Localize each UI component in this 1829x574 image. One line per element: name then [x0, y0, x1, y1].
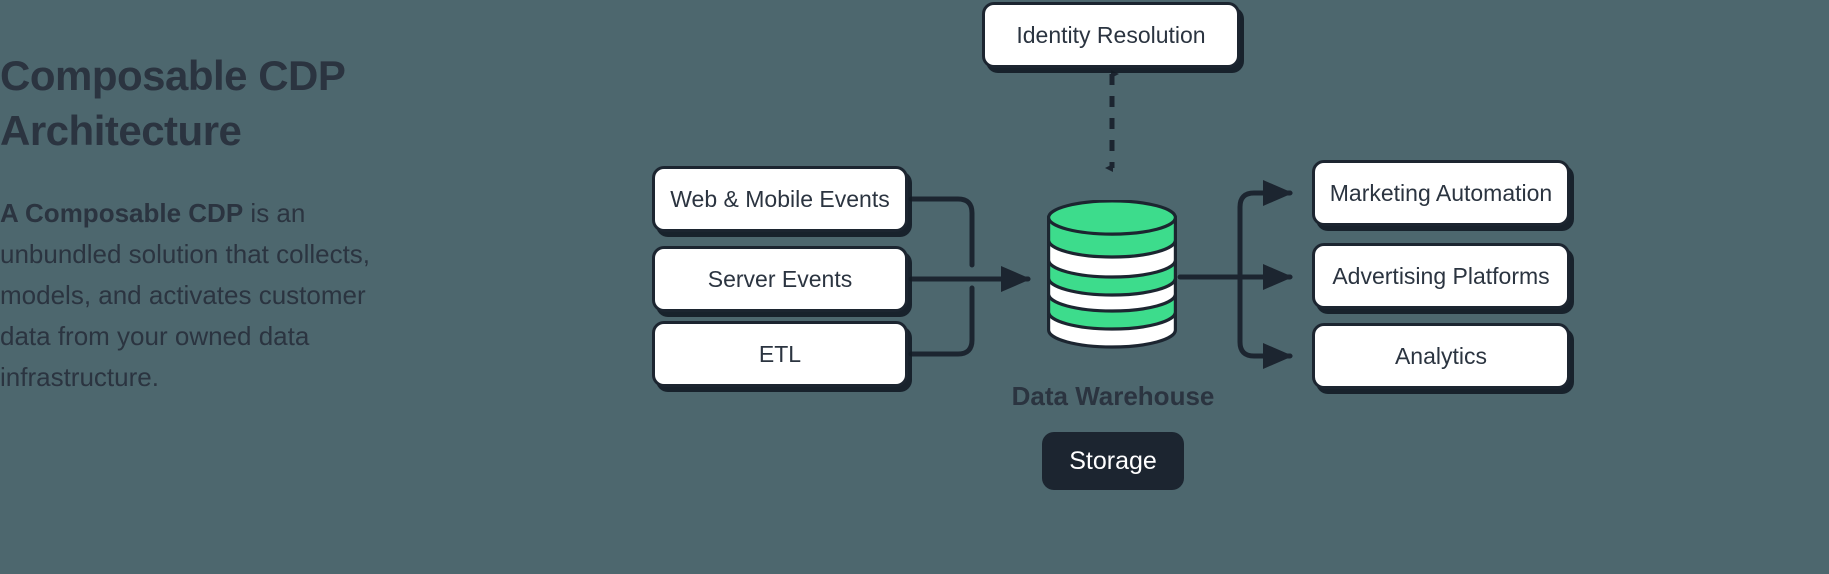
node-web-mobile-events[interactable]: Web & Mobile Events [652, 166, 908, 232]
wire-etl-to-bus [908, 285, 975, 357]
wire-to-marketing [1237, 180, 1293, 280]
node-marketing-automation[interactable]: Marketing Automation [1312, 160, 1570, 226]
node-server-events[interactable]: Server Events [652, 246, 908, 312]
node-label: Analytics [1394, 342, 1488, 369]
storage-badge: Storage [1042, 432, 1184, 490]
database-cylinder-icon [1047, 200, 1177, 349]
description-rest: is an unbundled solution that collects, … [0, 197, 371, 393]
node-identity-resolution[interactable]: Identity Resolution [982, 2, 1240, 68]
left-text-panel: Composable CDP Architecture A Composable… [0, 48, 440, 398]
page-title: Composable CDP Architecture [0, 52, 345, 155]
node-label: Web & Mobile Events [670, 185, 890, 212]
wire-web-to-bus [908, 196, 975, 268]
node-label: Identity Resolution [1016, 21, 1206, 48]
node-analytics[interactable]: Analytics [1312, 323, 1570, 389]
node-label: ETL [758, 340, 802, 367]
description-lead: A Composable CDP [0, 197, 244, 228]
description-paragraph: A Composable CDP is an unbundled solutio… [0, 193, 392, 398]
data-warehouse-label: Data Warehouse [1011, 381, 1215, 411]
node-label: Advertising Platforms [1332, 262, 1550, 289]
node-advertising-platforms[interactable]: Advertising Platforms [1312, 243, 1570, 309]
node-label: Server Events [707, 265, 853, 292]
node-label: Marketing Automation [1329, 179, 1553, 206]
node-etl[interactable]: ETL [652, 321, 908, 387]
wire-to-analytics [1237, 274, 1293, 370]
